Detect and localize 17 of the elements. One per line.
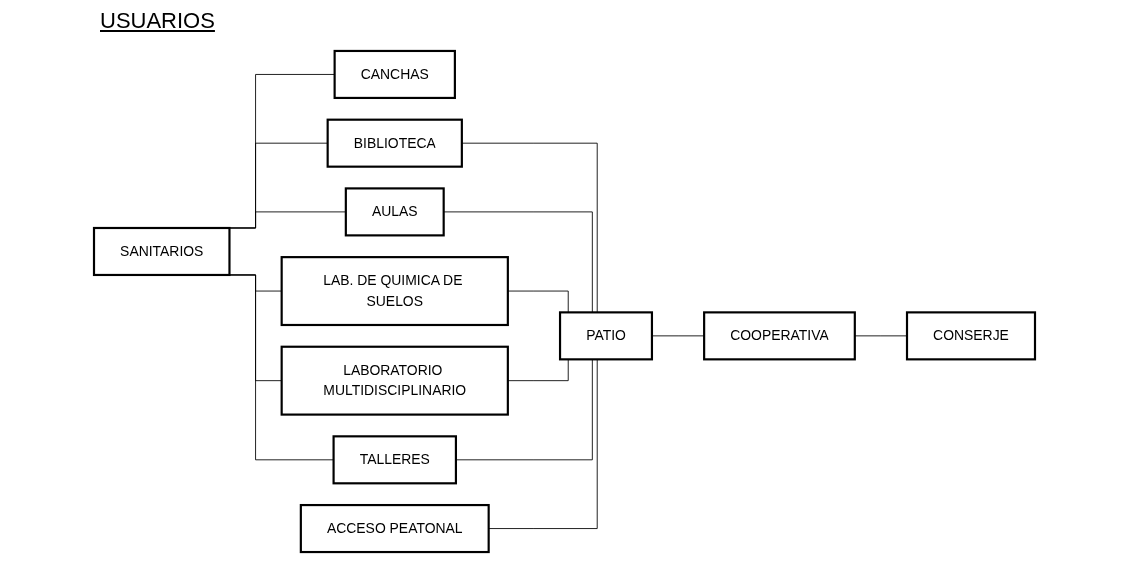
node-box: COOPERATIVA bbox=[703, 311, 856, 361]
connector bbox=[854, 335, 908, 337]
node-box: TALLERES bbox=[332, 435, 457, 485]
node-box: ACCESO PEATONAL bbox=[299, 503, 490, 554]
connector bbox=[461, 142, 598, 313]
connector bbox=[651, 335, 705, 337]
diagram-title: USUARIOS bbox=[100, 8, 215, 34]
connector bbox=[443, 211, 593, 313]
node-box: LAB. DE QUIMICA DE SUELOS bbox=[280, 256, 509, 327]
node-box: CONSERJE bbox=[905, 311, 1037, 361]
connector bbox=[507, 290, 569, 313]
node-box: CANCHAS bbox=[333, 49, 456, 100]
node-box: LABORATORIO MULTIDISCIPLINARIO bbox=[280, 345, 509, 416]
node-box: AULAS bbox=[344, 187, 445, 237]
node-box: SANITARIOS bbox=[92, 226, 231, 277]
node-box: PATIO bbox=[558, 311, 654, 361]
node-box: BIBLIOTECA bbox=[326, 118, 463, 168]
